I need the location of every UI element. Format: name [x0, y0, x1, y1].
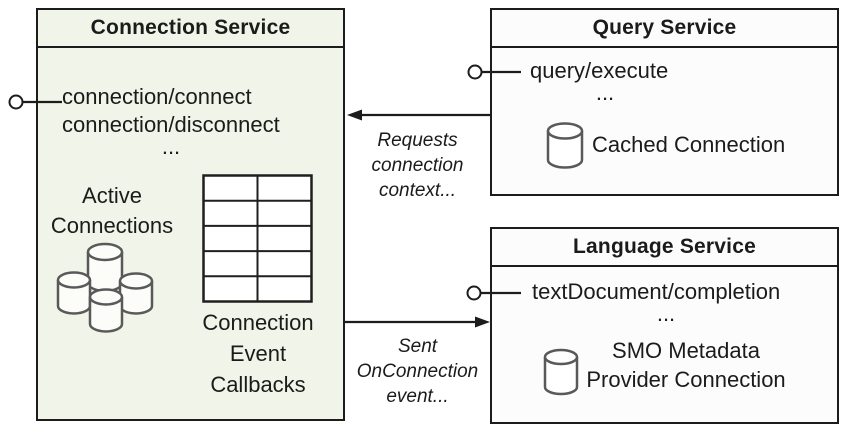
arrow-onconnection-event: [345, 316, 490, 328]
method-connection-disconnect: connection/disconnect: [62, 112, 280, 137]
arrowhead-right-icon: [475, 316, 490, 328]
method-connection-connect: connection/connect: [62, 84, 252, 109]
connection-service-methods: connection/connect connection/disconnect…: [62, 83, 280, 159]
requests-context-note: Requests connection context...: [371, 130, 464, 201]
connection-service-title: Connection Service: [90, 16, 291, 39]
connection-service-header: Connection Service: [38, 10, 343, 48]
language-service-box: Language Service: [490, 227, 839, 424]
arrow-requests-context: [347, 109, 490, 121]
language-service-header: Language Service: [492, 229, 837, 267]
query-service-methods: query/execute ...: [530, 57, 680, 105]
language-service-methods: textDocument/completion ...: [532, 278, 800, 326]
arrowhead-left-icon: [347, 109, 362, 121]
interface-circle-icon: [8, 94, 24, 110]
methods-ellipsis: ...: [595, 80, 615, 105]
method-textdocument-completion: textDocument/completion: [532, 279, 781, 304]
smo-metadata-provider-label: SMO Metadata Provider Connection: [586, 338, 786, 392]
methods-ellipsis: ...: [161, 134, 181, 159]
language-service-title: Language Service: [573, 235, 756, 258]
interface-circle-icon: [466, 285, 482, 301]
method-query-execute: query/execute: [530, 58, 669, 83]
query-service-title: Query Service: [592, 16, 737, 39]
cached-connection-label: Cached Connection: [592, 132, 786, 157]
query-service-header: Query Service: [492, 10, 837, 48]
active-connections-label: Active Connections: [50, 183, 174, 238]
interface-circle-icon: [467, 64, 483, 80]
connection-event-callbacks-label: Connection Event Callbacks: [202, 310, 314, 397]
query-service-box: Query Service: [490, 8, 839, 196]
onconnection-event-note: Sent OnConnection event...: [356, 336, 479, 407]
methods-ellipsis: ...: [656, 301, 676, 326]
